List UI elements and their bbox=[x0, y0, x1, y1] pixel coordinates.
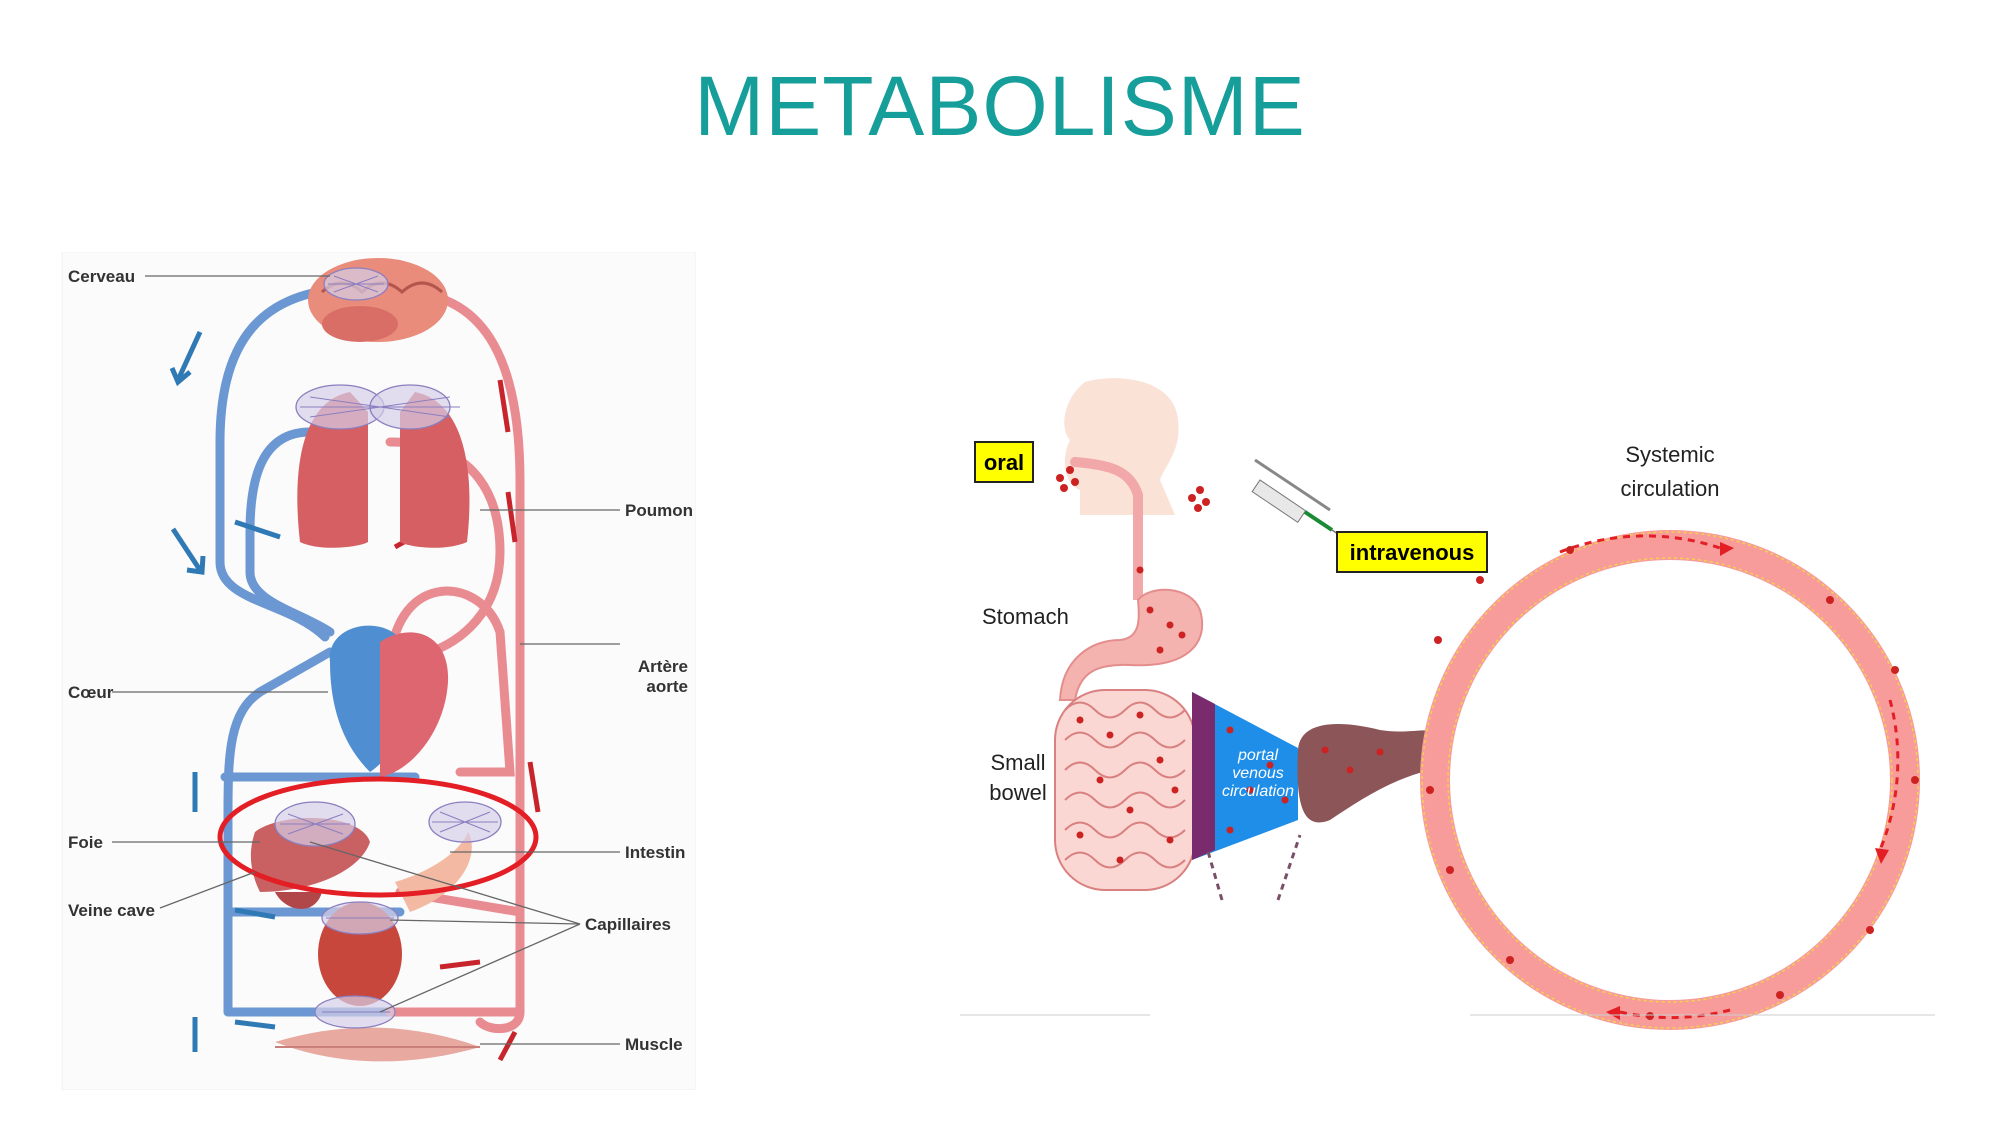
label-coeur: Cœur bbox=[68, 683, 114, 702]
circulation-arrows bbox=[1559, 534, 1900, 1020]
label-veine-cave: Veine cave bbox=[68, 901, 155, 920]
liver-organ-right bbox=[1297, 724, 1452, 823]
brain bbox=[308, 258, 448, 342]
administration-svg: oral intravenous Systemic circulation St… bbox=[960, 378, 1935, 1030]
stomach-organ bbox=[1058, 588, 1204, 701]
label-intestin: Intestin bbox=[625, 843, 685, 862]
lungs bbox=[297, 392, 470, 548]
label-muscle: Muscle bbox=[625, 1035, 683, 1054]
liver-intestine-highlight bbox=[217, 776, 539, 898]
label-small: Small bbox=[990, 750, 1045, 775]
flow-arrows bbox=[169, 330, 541, 1062]
label-circulation: circulation bbox=[1620, 476, 1719, 501]
first-pass-arrows bbox=[1205, 834, 1302, 901]
label-poumon: Poumon bbox=[625, 501, 693, 520]
leader-lines bbox=[112, 275, 620, 1045]
label-oral: oral bbox=[984, 450, 1024, 475]
label-systemic: Systemic bbox=[1625, 442, 1714, 467]
slide-title: METABOLISME bbox=[694, 59, 1306, 153]
label-artere: Artère bbox=[638, 657, 688, 676]
head-silhouette bbox=[1064, 378, 1179, 550]
label-venous: venous bbox=[1232, 765, 1284, 782]
label-stomach: Stomach bbox=[982, 604, 1069, 629]
label-portal: portal bbox=[1237, 747, 1278, 764]
systemic-circulation-ring bbox=[1420, 530, 1920, 1030]
circulatory-system-diagram: Cerveau Poumon Artère aorte Cœur Foie In… bbox=[60, 251, 697, 1091]
label-capillaires: Capillaires bbox=[585, 915, 671, 934]
label-portal-circulation: circulation bbox=[1222, 783, 1294, 800]
heart bbox=[329, 625, 449, 777]
label-cerveau: Cerveau bbox=[68, 267, 135, 286]
drug-administration-diagram: oral intravenous Systemic circulation St… bbox=[960, 370, 1940, 1050]
label-aorte: aorte bbox=[646, 677, 688, 696]
small-bowel-organ bbox=[1054, 689, 1196, 891]
syringe-icon bbox=[1251, 458, 1351, 543]
label-bowel: bowel bbox=[989, 780, 1046, 805]
portal-venous-funnel bbox=[1192, 692, 1298, 860]
oral-label-box bbox=[974, 441, 1034, 483]
label-foie: Foie bbox=[68, 833, 103, 852]
drug-particles bbox=[1056, 466, 1919, 1020]
muscle-organ bbox=[275, 1027, 480, 1062]
circulatory-svg: Cerveau Poumon Artère aorte Cœur Foie In… bbox=[60, 251, 697, 1091]
intravenous-label-box bbox=[1336, 531, 1488, 573]
label-intravenous: intravenous bbox=[1350, 540, 1475, 565]
